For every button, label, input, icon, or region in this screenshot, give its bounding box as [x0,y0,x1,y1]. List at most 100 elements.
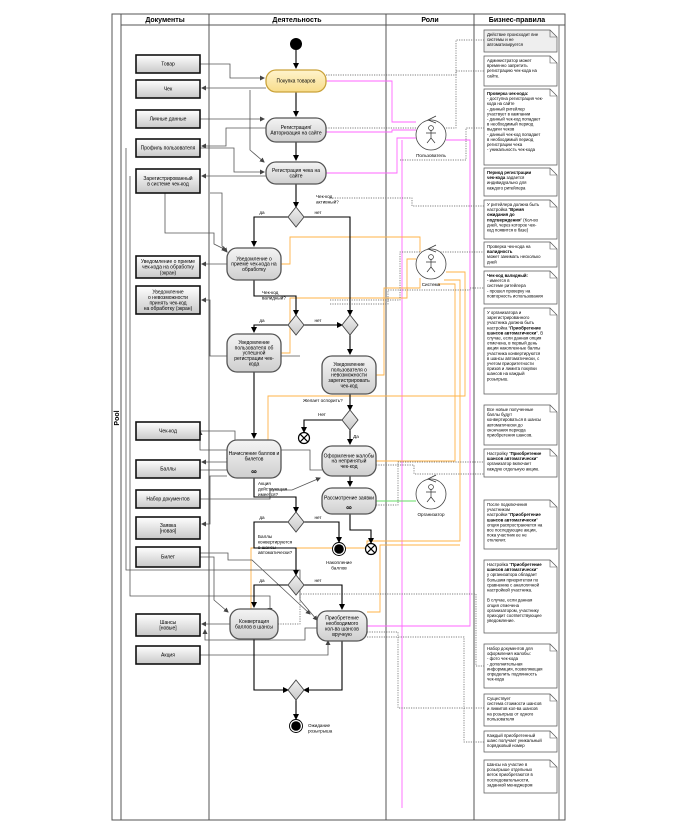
note-shape [483,88,558,166]
document-chek[interactable]: Чек [135,79,201,99]
document-chekkod[interactable]: Чек-код [135,421,201,441]
note-line: участвует в кампании [487,111,531,116]
document-box [135,489,201,509]
note-line: шансов автоматически" [487,567,538,572]
lane-header-documents: Документы [145,17,184,24]
activity-label: Авторизация на сайте [270,129,322,136]
note-line: валидность [487,249,513,254]
document-label: Набор документов [146,497,190,503]
note-line: система стоимости шансов [487,701,542,706]
lane-header-roles: Роли [421,17,438,24]
document-label: Баллы [160,467,176,473]
decision-question: Чек-код [262,290,279,295]
document-lichnye[interactable]: Личные данные [135,109,201,129]
note-line: информация, позволяющая [487,666,543,671]
document-profil[interactable]: Профиль пользователя [135,138,201,158]
activity-label: сайте [289,172,302,179]
decision-question: в шансы [258,545,276,550]
document-box [135,54,201,74]
decision-question: активный? [316,198,339,204]
start-node [290,38,302,50]
branch-no-label: Нет [318,412,327,417]
note-shape [483,55,558,87]
activity-label: зарегистрировать [328,378,370,384]
activity-label: невозможности [331,373,367,379]
note-line: на розыгрыш от одного [487,711,534,716]
document-shansy[interactable]: Шансы[новые] [135,613,201,637]
branch-yes-label: да [259,515,265,520]
note-line: шансов автоматически" [487,456,538,461]
document-nabor[interactable]: Набор документов [135,489,201,509]
note-line: пока участник ее не [487,533,527,538]
note-line: автоматизируется [487,42,524,47]
note-line: настройка "Приобретение [487,325,541,330]
branch-yes-label: да [259,210,265,215]
note-line: каждого ритейлера [487,185,526,190]
note-line: временно запретить [487,63,528,68]
activity-label: кол-ва шансов [325,626,359,632]
note-line: порядковый номер [487,743,525,748]
document-tovar[interactable]: Товар [135,54,201,74]
note-line: Настройку "Приобретение [487,451,542,456]
activity-label: Начисление баллов и [229,451,280,457]
document-bilet[interactable]: Билет [135,546,201,568]
role-org[interactable]: Организатор [415,474,447,517]
note-line: Все новые полученные [487,407,534,412]
role-system[interactable]: Система [415,244,447,287]
document-label: чек-кода на обработку [142,265,194,271]
decision-question: конвертируются [258,539,293,544]
activity-pokupka[interactable]: Покупка товаров [265,69,327,93]
note-line: Действие происходит вне [487,32,539,37]
branch-no-label: нет [314,578,322,583]
document-label: Товар [161,62,175,68]
note-line: чек-кода [487,677,505,682]
pool-label: Pool [114,410,121,425]
note-line: сравнению с аналогичной [487,582,540,587]
note-shape [483,29,558,53]
note-line: код появится в базе) [487,228,529,233]
note-line: - имеется в [487,278,510,283]
activity-shape [229,608,279,640]
note-line: отмечена, в первый день [487,341,538,346]
document-zayavka[interactable]: Заявка[новая] [135,516,201,540]
note-line: - прошел проверку на [487,288,531,293]
document-box [135,546,201,568]
note-line: регистрацию чек-кода на [487,68,538,73]
note-line: Настройка "Приобретение [487,562,542,567]
note-line: повторность использования [487,293,544,298]
activity-label: необходимого [326,621,359,627]
document-label: Профиль пользователя [141,146,196,152]
activity-shape [316,610,368,642]
role-user[interactable]: Пользователь [415,115,447,158]
activity-registr[interactable]: Регистрация/Авторизация на сайте [265,117,327,143]
note-line: организатором, участнику [487,608,540,613]
document-bally[interactable]: Баллы [135,459,201,479]
activity-shape [226,333,282,373]
activity-label: Уведомление о [236,256,272,262]
note-line: уведомление. [487,618,515,623]
document-label: [новая] [160,529,177,535]
cycle-arrow-icon [427,474,437,483]
document-akciya[interactable]: Акция [135,645,201,665]
note-line: Администратор может [487,58,532,63]
activity-rassmotr[interactable]: Рассмотрение заявки∞ [321,487,377,515]
note-line: шансов на каждый [487,371,525,376]
activity-shape [265,161,327,185]
